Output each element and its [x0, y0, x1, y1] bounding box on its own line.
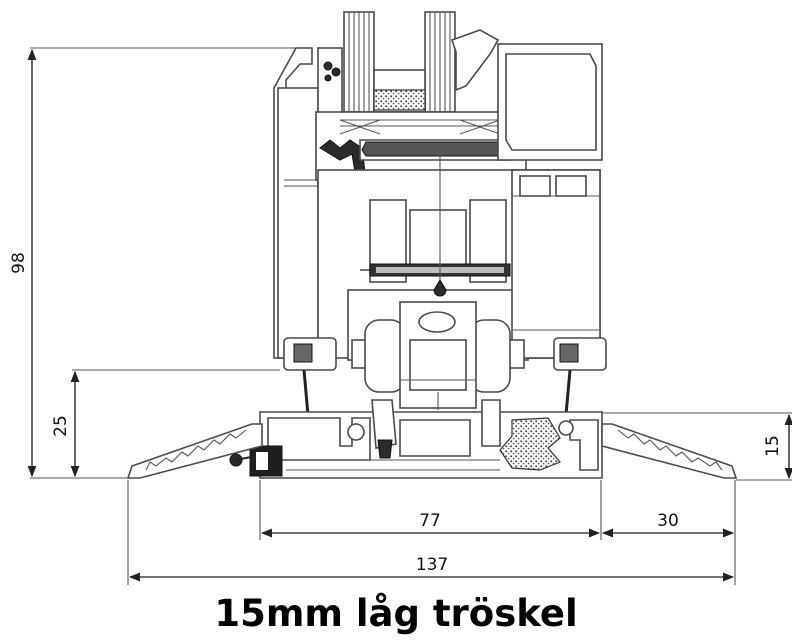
threshold-base	[229, 399, 603, 479]
dim-label-25: 25	[51, 415, 71, 437]
ramp-left	[126, 423, 263, 479]
frame-feet	[283, 337, 607, 416]
frame-middle-chambers	[317, 150, 601, 361]
dim-label-137: 137	[416, 555, 448, 575]
dim-label-77: 77	[419, 511, 441, 531]
ramp-right	[601, 423, 738, 479]
dimension-lines	[27, 47, 792, 585]
dim-label-98: 98	[9, 252, 29, 274]
dim-label-30: 30	[657, 511, 679, 531]
glass-panes	[343, 11, 456, 113]
sash-profile	[315, 29, 603, 199]
figure-caption: 15mm låg tröskel	[214, 592, 578, 635]
dim-label-15: 15	[763, 435, 783, 457]
roller-assembly	[351, 301, 525, 410]
